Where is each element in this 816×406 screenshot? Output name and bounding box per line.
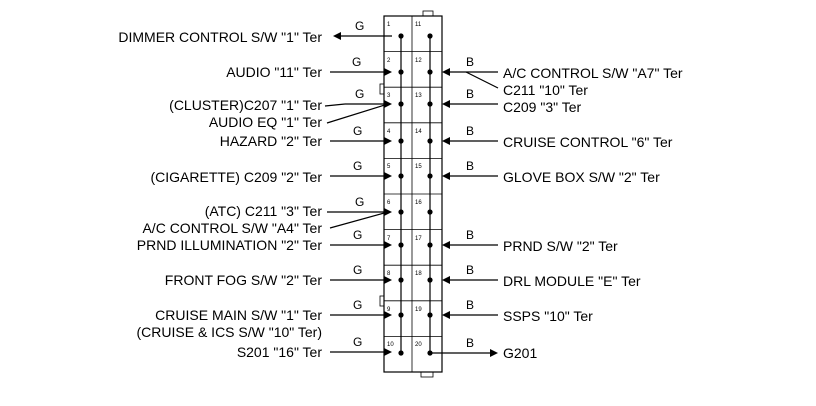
pin-number: 2 xyxy=(387,58,391,64)
pin-number: 8 xyxy=(387,271,391,277)
terminal-label: A/C CONTROL S/W "A7" Ter xyxy=(503,65,683,81)
wire-color-label: G xyxy=(355,195,364,209)
terminal-label: DIMMER CONTROL S/W "1" Ter xyxy=(118,29,322,45)
terminal-label: HAZARD "2" Ter xyxy=(220,133,323,149)
wire-color-label: G xyxy=(353,124,362,138)
terminal-label: CRUISE CONTROL "6" Ter xyxy=(503,134,673,150)
pin-number: 16 xyxy=(415,200,422,206)
pin-number: 1 xyxy=(387,22,391,28)
left-wires: G G G G G G G G G xyxy=(324,19,392,356)
wire-color-label: B xyxy=(466,87,474,101)
pin-number: 20 xyxy=(415,342,422,348)
terminal-label: PRND ILLUMINATION "2" Ter xyxy=(137,237,323,253)
pin-number: 9 xyxy=(387,307,391,313)
pin-number: 17 xyxy=(415,236,422,242)
terminal-label: S201 "16" Ter xyxy=(237,344,323,360)
connector-body xyxy=(379,10,443,378)
wire-color-label: B xyxy=(466,228,474,242)
terminal-label: GLOVE BOX S/W "2" Ter xyxy=(503,169,660,185)
pin-number: 6 xyxy=(387,200,391,206)
internal-wiring xyxy=(398,33,433,356)
terminal-label: (CRUISE & ICS S/W "10" Ter) xyxy=(137,324,323,340)
wire-color-label: G xyxy=(352,55,361,69)
wire-color-label: G xyxy=(355,87,364,101)
wire-color-label: B xyxy=(466,263,474,277)
wire-color-label: B xyxy=(466,159,474,173)
terminal-label: C211 "10" Ter xyxy=(503,82,588,98)
terminal-label: G201 xyxy=(503,345,537,361)
terminal-label: A/C CONTROL S/W "A4" Ter xyxy=(142,220,322,236)
wire-color-label: B xyxy=(466,124,474,138)
pin-number: 3 xyxy=(387,93,391,99)
terminal-label: CRUISE MAIN S/W "1" Ter xyxy=(155,307,322,323)
pin-number: 10 xyxy=(387,342,394,348)
pin-number: 14 xyxy=(415,129,422,135)
wire-color-label: G xyxy=(353,228,362,242)
right-terminal-labels: A/C CONTROL S/W "A7" Ter C211 "10" Ter C… xyxy=(503,65,683,361)
terminal-label: AUDIO "11" Ter xyxy=(226,64,322,80)
pin-number: 19 xyxy=(415,307,422,313)
terminal-label: DRL MODULE "E" Ter xyxy=(503,273,641,289)
pin-number: 11 xyxy=(415,22,422,28)
terminal-label: SSPS "10" Ter xyxy=(503,308,593,324)
pin-number: 15 xyxy=(415,164,422,170)
terminal-label: C209 "3" Ter xyxy=(503,99,582,115)
pin-number: 7 xyxy=(387,236,391,242)
terminal-label: (ATC) C211 "3" Ter xyxy=(205,203,323,219)
wire-color-label: G xyxy=(353,263,362,277)
terminal-label: PRND S/W "2" Ter xyxy=(503,238,618,254)
terminal-label: (CIGARETTE) C209 "2" Ter xyxy=(151,169,323,185)
pin-number: 5 xyxy=(387,164,391,170)
wire-color-label: G xyxy=(355,19,364,33)
wire-color-label: G xyxy=(353,335,362,349)
right-pin-column: 11 12 13 14 15 16 17 18 19 20 xyxy=(415,22,422,348)
terminal-label: (CLUSTER)C207 "1" Ter xyxy=(169,97,322,113)
terminal-label: AUDIO EQ "1" Ter xyxy=(209,114,322,130)
wire-color-label: B xyxy=(466,55,474,69)
wire-color-label: G xyxy=(353,159,362,173)
pin-number: 12 xyxy=(415,58,422,64)
wire-color-label: B xyxy=(466,336,474,350)
pin-number: 4 xyxy=(387,129,391,135)
pin-number: 13 xyxy=(415,93,422,99)
left-terminal-labels: DIMMER CONTROL S/W "1" Ter AUDIO "11" Te… xyxy=(118,29,322,360)
right-wires: B B B B B B B B xyxy=(430,55,499,357)
wire-color-label: B xyxy=(466,298,474,312)
left-pin-column: 1 2 3 4 5 6 7 8 9 10 xyxy=(387,22,394,348)
pin-number: 18 xyxy=(415,271,422,277)
wire-color-label: G xyxy=(353,298,362,312)
terminal-label: FRONT FOG S/W "2" Ter xyxy=(165,272,323,288)
